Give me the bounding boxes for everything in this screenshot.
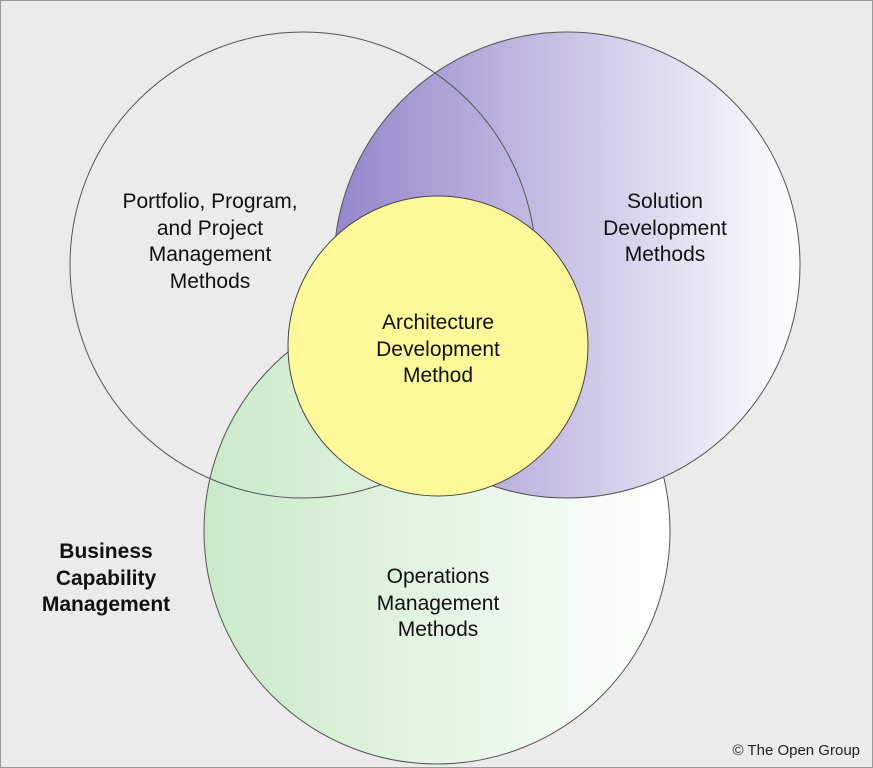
architecture-label: Architecture Development Method: [376, 310, 500, 390]
label-line: Operations: [386, 565, 490, 588]
architecture-circle: [287, 195, 589, 497]
portfolio-label: Portfolio, Program, and Project Manageme…: [122, 189, 297, 295]
label-line: Management: [376, 591, 500, 615]
label-line: Portfolio, Program,: [122, 190, 298, 213]
label-line: Methods: [169, 269, 251, 293]
label-line: Architecture: [381, 311, 495, 334]
label-line: Business: [59, 540, 153, 563]
label-line: Solution: [627, 190, 703, 213]
label-line: Capability: [55, 566, 157, 590]
label-line: and Project: [156, 216, 264, 240]
label-line: Method: [402, 364, 474, 387]
label-line: Management: [148, 243, 272, 266]
solution-label: Solution Development Methods: [603, 189, 727, 269]
business-capability-label: Business Capability Management: [42, 539, 170, 619]
label-line: Management: [41, 593, 171, 616]
operations-label: Operations Management Methods: [377, 564, 500, 644]
label-line: Development: [376, 337, 500, 361]
copyright: © The Open Group: [732, 742, 860, 759]
label-line: Methods: [397, 618, 479, 641]
label-line: Methods: [624, 243, 706, 266]
label-line: Development: [603, 216, 727, 240]
